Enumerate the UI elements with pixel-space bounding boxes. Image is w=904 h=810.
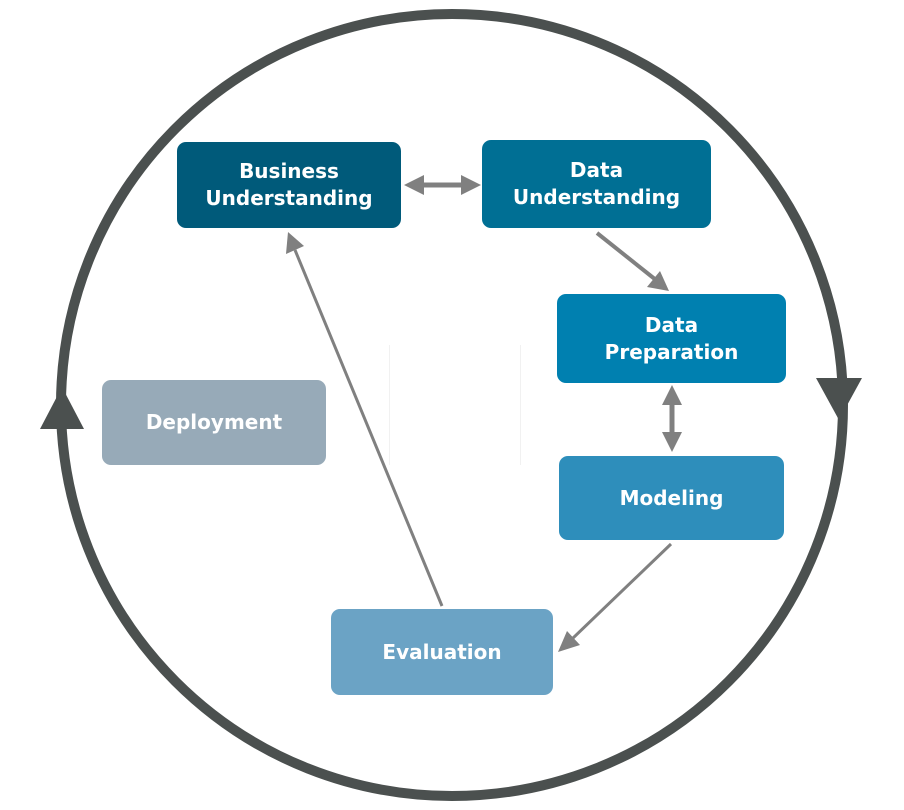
node-business-understanding-line1: Business [239, 159, 339, 183]
node-data-understanding-line2: Understanding [512, 185, 681, 209]
node-modeling: Modeling [559, 456, 784, 540]
cycle-arrowhead-right-icon [816, 378, 862, 420]
node-deployment: Deployment [102, 380, 326, 465]
node-data-preparation-line2: Preparation [604, 339, 739, 364]
node-data-understanding-line1: Data [569, 158, 624, 182]
node-business-understanding-line2: Understanding [205, 186, 373, 210]
arrow-business-data-understanding [404, 175, 481, 195]
node-modeling-label: Modeling [619, 485, 724, 510]
arrow-data-understanding-data-preparation [595, 231, 669, 291]
node-data-preparation: Data Preparation [557, 294, 786, 383]
faint-divider-left [389, 345, 390, 465]
node-evaluation: Evaluation [331, 609, 553, 695]
node-evaluation-label: Evaluation [382, 639, 502, 664]
node-data-understanding: Data Understanding [482, 140, 711, 228]
node-business-understanding: Business Understanding [177, 142, 401, 228]
cycle-arrowhead-left-icon [40, 387, 84, 429]
faint-divider-right [520, 345, 521, 465]
arrow-evaluation-business-understanding [286, 232, 444, 607]
arrow-data-preparation-modeling [662, 385, 682, 452]
arrow-modeling-evaluation [558, 542, 673, 652]
node-deployment-label: Deployment [145, 410, 283, 434]
node-data-preparation-line1: Data [644, 312, 699, 337]
